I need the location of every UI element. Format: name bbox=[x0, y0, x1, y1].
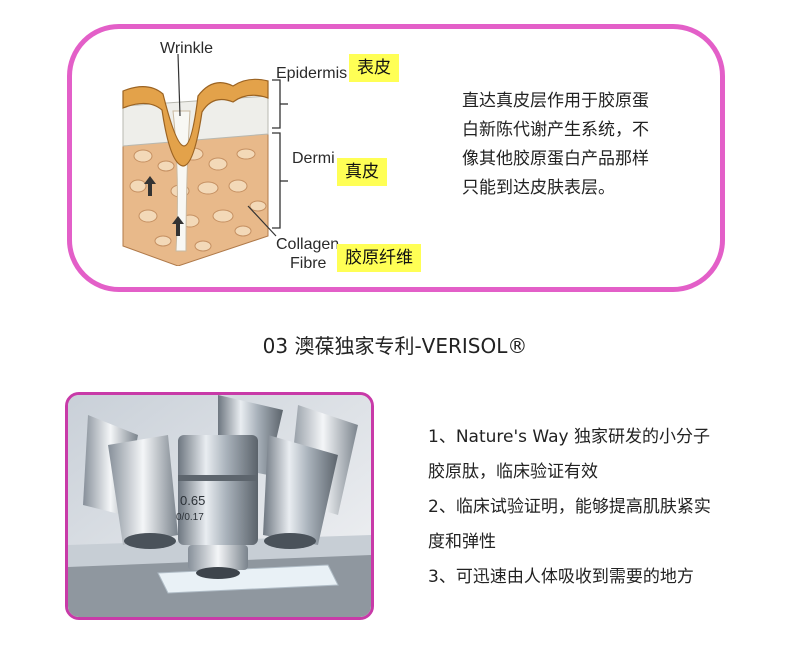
section-title: 03 澳葆独家专利-VERISOL® bbox=[262, 334, 528, 358]
lens-spec-text: 0/0.17 bbox=[176, 512, 204, 523]
microscope-image: 0.65 0/0.17 bbox=[68, 395, 371, 617]
skin-description-line: 直达真皮层作用于胶原蛋 bbox=[462, 91, 649, 111]
feature-line: 胶原肽，临床验证有效 bbox=[428, 462, 598, 482]
feature-list: 1、Nature's Way 独家研发的小分子 胶原肽，临床验证有效 2、临床试… bbox=[428, 420, 758, 595]
epidermis-label: Epidermis bbox=[276, 65, 348, 82]
skin-description: 直达真皮层作用于胶原蛋 白新陈代谢产生系统，不 像其他胶原蛋白产品那样 只能到达… bbox=[462, 87, 677, 203]
dermis-label: Dermi bbox=[292, 150, 335, 167]
skin-description-line: 只能到达皮肤表层。 bbox=[462, 178, 615, 198]
feature-line: 3、可迅速由人体吸收到需要的地方 bbox=[428, 567, 694, 587]
feature-line: 度和弹性 bbox=[428, 532, 496, 552]
microscope-photo: 0.65 0/0.17 bbox=[65, 392, 374, 620]
epidermis-tag: 表皮 bbox=[349, 54, 399, 82]
collagen-tag: 胶原纤维 bbox=[337, 244, 421, 272]
skin-diagram-illustration bbox=[122, 53, 277, 266]
skin-description-line: 白新陈代谢产生系统，不 bbox=[462, 120, 649, 140]
feature-line: 1、Nature's Way 独家研发的小分子 bbox=[428, 427, 711, 447]
dermis-tag: 真皮 bbox=[337, 158, 387, 186]
feature-line: 2、临床试验证明，能够提高肌肤紧实 bbox=[428, 497, 711, 517]
collagen-label-line1: Collagen bbox=[276, 236, 340, 253]
skin-description-line: 像其他胶原蛋白产品那样 bbox=[462, 149, 649, 169]
lens-magnification-text: 0.65 bbox=[180, 493, 205, 508]
wrinkle-label: Wrinkle bbox=[160, 40, 214, 57]
layer-brackets bbox=[272, 79, 288, 229]
collagen-label-line2: Fibre bbox=[290, 255, 327, 272]
